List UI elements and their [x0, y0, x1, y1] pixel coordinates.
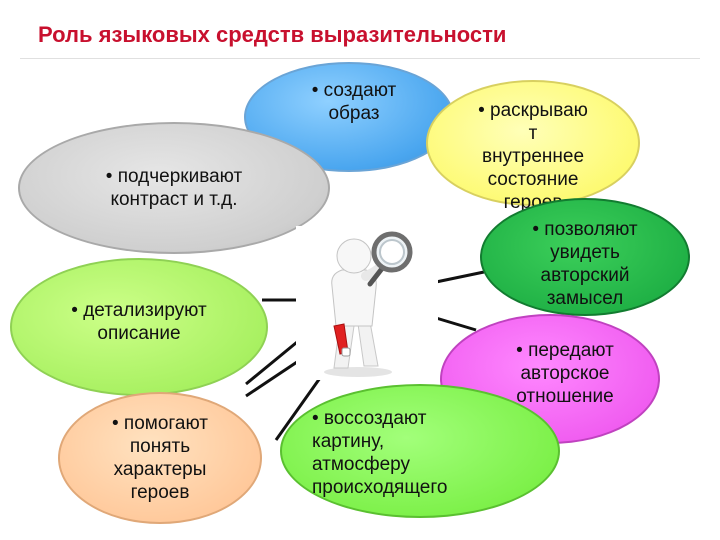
connector-line-dgreen [435, 270, 485, 284]
bubble-emphasize-contrast: • подчеркивают контраст и т.д. [18, 122, 330, 254]
central-figure [296, 226, 438, 380]
title-divider [20, 58, 700, 59]
connector-line-lime-lower [245, 336, 303, 386]
connector-line-orange [245, 358, 301, 398]
connector-line-green [274, 377, 322, 441]
bubble-create-image-text: • создают образ [311, 80, 397, 124]
bubble-convey-attitude-text: • передают авторское отношение [516, 339, 614, 407]
bubble-reveal-state-text: • раскрываю т внутреннее состояние герое… [478, 99, 588, 213]
bubble-show-intent-text: • позволяют увидеть авторский замысел [532, 219, 638, 309]
bubble-show-intent: • позволяют увидеть авторский замысел [480, 198, 690, 316]
page-title: Роль языковых средств выразительности [38, 22, 507, 47]
bubble-recreate-picture-text: • воссоздают картину, атмосферу происход… [312, 408, 448, 498]
connector-line-pink [435, 316, 477, 332]
bubble-understand-characters: • помогают понять характеры героев [58, 392, 262, 524]
bubble-emphasize-contrast-text: • подчеркивают контраст и т.д. [105, 166, 243, 210]
person-with-magnifier-icon [324, 231, 413, 377]
bubble-convey-attitude: • передают авторское отношение [440, 314, 660, 444]
bubble-understand-characters-text: • помогают понять характеры героев [111, 413, 209, 503]
bubble-recreate-picture: • воссоздают картину, атмосферу происход… [280, 384, 560, 518]
bubble-detail-description: • детализируют описание [10, 258, 268, 396]
bubble-reveal-state: • раскрываю т внутреннее состояние герое… [426, 80, 640, 213]
bubble-detail-description-text: • детализируют описание [71, 300, 207, 344]
